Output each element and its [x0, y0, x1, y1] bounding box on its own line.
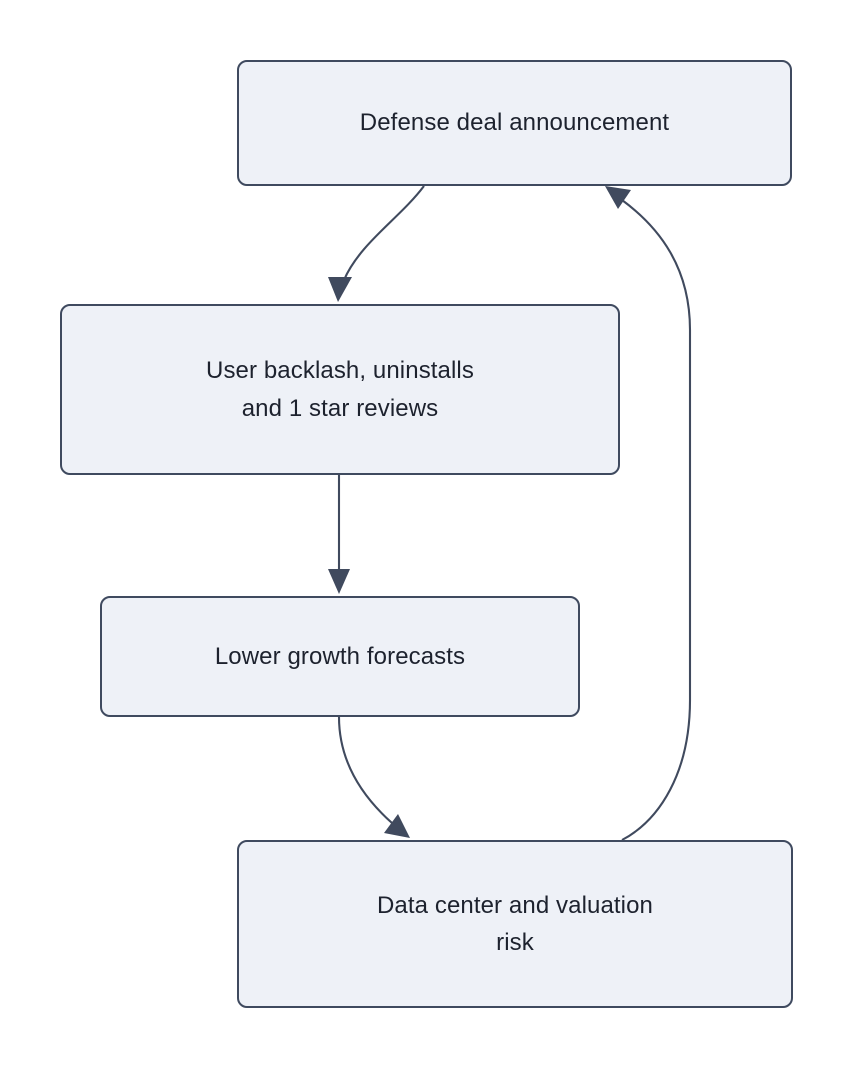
edge-forecasts-to-risk-arrowhead [384, 814, 410, 838]
node-user-backlash[interactable]: User backlash, uninstalls and 1 star rev… [60, 304, 620, 475]
node-user-backlash-label: User backlash, uninstalls and 1 star rev… [206, 357, 474, 422]
node-lower-growth-forecasts-label: Lower growth forecasts [214, 642, 466, 670]
edge-announcement-to-backlash-path [343, 185, 425, 281]
node-defense-deal-announcement[interactable]: Defense deal announcement [237, 60, 792, 186]
node-lower-growth-forecasts[interactable]: Lower growth forecasts [100, 596, 580, 717]
node-defense-deal-announcement-label: Defense deal announcement [359, 109, 670, 137]
edge-backlash-to-forecasts-arrowhead [328, 569, 350, 594]
edge-announcement-to-backlash-arrowhead [328, 277, 352, 302]
edge-risk-to-announcement [605, 186, 692, 841]
edge-risk-to-announcement-arrowhead [605, 186, 631, 209]
edge-forecasts-to-risk-path [337, 716, 393, 824]
edge-risk-to-announcement-path [621, 199, 692, 841]
node-data-center-valuation-risk[interactable]: Data center and valuation risk [237, 840, 793, 1008]
edge-backlash-to-forecasts [328, 475, 350, 594]
edge-announcement-to-backlash [328, 185, 425, 302]
node-data-center-valuation-risk-label: Data center and valuation risk [376, 891, 653, 956]
edge-forecasts-to-risk [337, 716, 410, 838]
